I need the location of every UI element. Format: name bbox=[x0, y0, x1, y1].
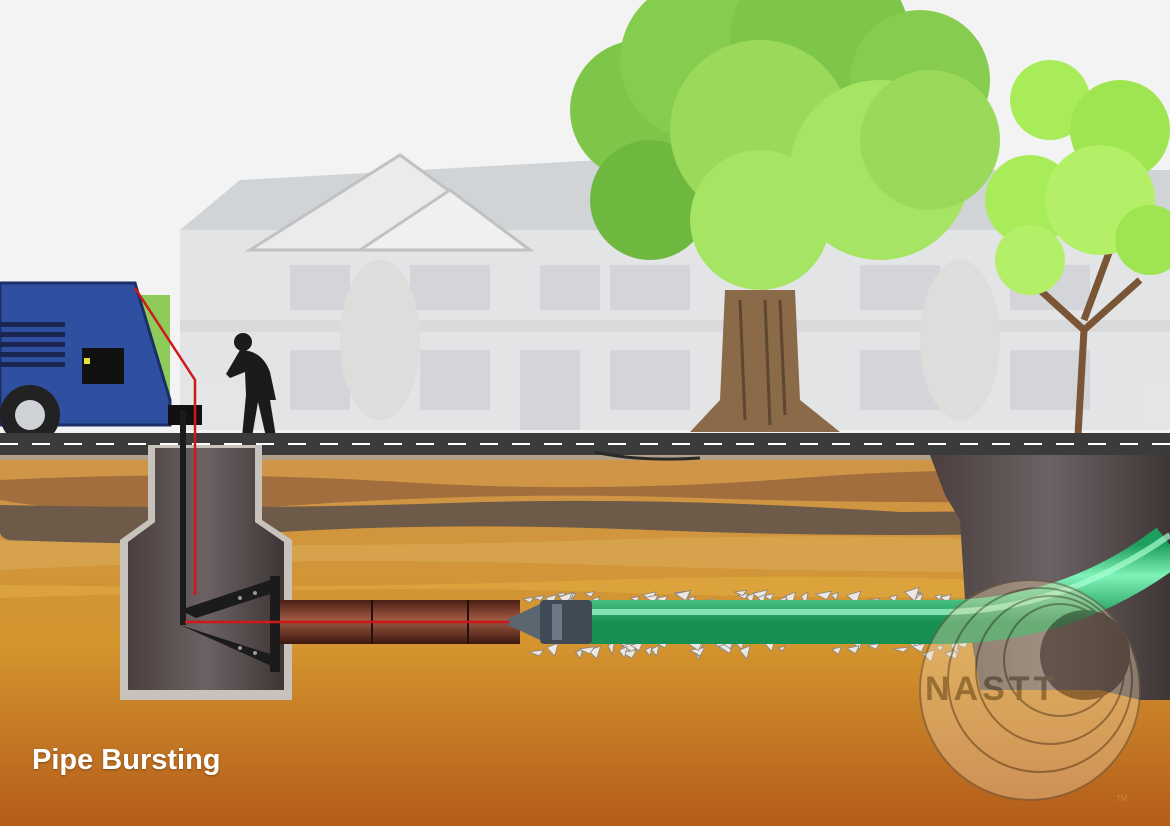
nastt-logo-text: NASTT bbox=[925, 670, 1058, 708]
frame-post bbox=[180, 410, 186, 625]
pipe-fragment bbox=[910, 642, 927, 653]
diagram-caption: Pipe Bursting bbox=[32, 744, 221, 776]
pipe-fragment bbox=[845, 645, 860, 655]
pipe-fragment bbox=[583, 590, 595, 598]
pipe-fragment bbox=[903, 586, 920, 602]
pipe-fragment bbox=[738, 645, 751, 660]
worker-silhouette bbox=[226, 333, 276, 437]
pipe-fragment bbox=[650, 644, 660, 658]
pipe-fragment bbox=[866, 642, 881, 650]
pipe-fragment bbox=[893, 646, 910, 653]
small-tree bbox=[985, 60, 1170, 436]
pipe-fragment bbox=[532, 595, 546, 601]
pipe-fragment bbox=[921, 649, 936, 663]
pipe-fragment bbox=[577, 646, 596, 655]
pulling-frame bbox=[180, 576, 280, 672]
pipe-fragment bbox=[831, 646, 842, 655]
pipe-fragment bbox=[545, 642, 559, 657]
pipe-fragment bbox=[762, 593, 775, 601]
pipe-fragment bbox=[934, 593, 943, 601]
trademark-mark: TM bbox=[1116, 794, 1128, 803]
pipe-fragment bbox=[732, 589, 748, 597]
pipe-fragment bbox=[619, 649, 638, 659]
pipe-fragment bbox=[529, 649, 545, 657]
road-crack bbox=[594, 450, 701, 461]
pipe-fragment bbox=[830, 591, 839, 601]
pull-cable bbox=[133, 287, 510, 624]
soil-layers bbox=[0, 470, 1170, 598]
bursting-head bbox=[502, 600, 592, 644]
insertion-manhole bbox=[120, 445, 292, 700]
nastt-logo: NASTT bbox=[919, 579, 1141, 801]
pipe-fragment bbox=[575, 648, 583, 660]
pipe-fragment bbox=[776, 645, 786, 652]
pipe-fragment bbox=[521, 596, 535, 604]
large-tree bbox=[570, 0, 1000, 432]
pipe-fragment bbox=[618, 645, 628, 659]
pipe-fragment bbox=[814, 590, 833, 601]
pulling-machine-truck bbox=[0, 281, 202, 445]
pipe-fragment bbox=[644, 646, 653, 657]
pipe-fragment bbox=[935, 644, 944, 652]
